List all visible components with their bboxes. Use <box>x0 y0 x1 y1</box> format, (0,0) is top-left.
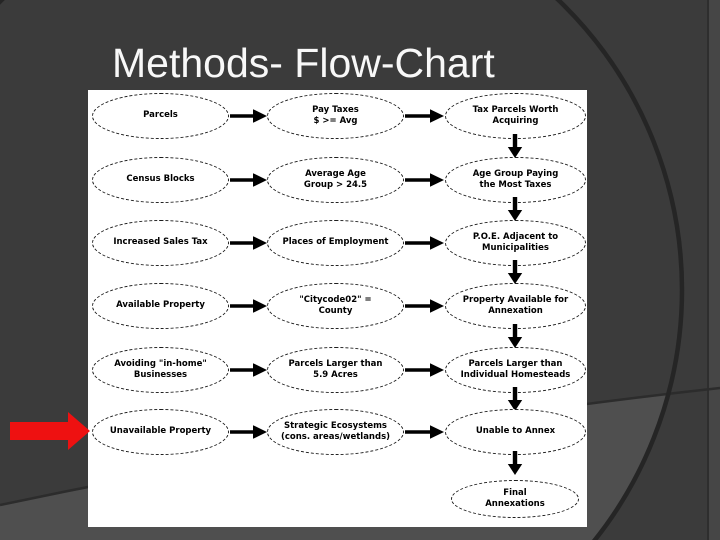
slide-title: Methods- Flow-Chart <box>112 40 495 86</box>
flow-node-age-group-paying: Age Group Paying the Most Taxes <box>445 157 586 203</box>
arrow-down-icon <box>507 451 523 475</box>
arrow-right-icon <box>405 299 444 313</box>
arrow-right-icon <box>230 236 267 250</box>
arrow-down-icon <box>507 197 523 221</box>
arrow-down-icon <box>507 324 523 348</box>
arrow-down-icon <box>507 387 523 411</box>
flow-node-parcels-larger-5-9: Parcels Larger than 5.9 Acres <box>267 347 404 393</box>
flow-node-citycode-county: "Citycode02" = County <box>267 283 404 329</box>
flow-node-property-available-annexation: Property Available for Annexation <box>445 283 586 329</box>
arrow-right-icon <box>405 363 444 377</box>
flow-chart-panel: Parcels Pay Taxes $ >= Avg Tax Parcels W… <box>88 90 587 527</box>
flow-node-unable-to-annex: Unable to Annex <box>445 409 586 455</box>
arrow-right-icon <box>405 236 444 250</box>
flow-node-unavailable-property: Unavailable Property <box>92 409 229 455</box>
flow-node-average-age: Average Age Group > 24.5 <box>267 157 404 203</box>
arrow-down-icon <box>507 134 523 158</box>
arrow-right-icon <box>405 173 444 187</box>
flow-node-poe-adjacent: P.O.E. Adjacent to Municipalities <box>445 220 586 266</box>
arrow-right-icon <box>230 109 267 123</box>
flow-node-available-property: Available Property <box>92 283 229 329</box>
arrow-right-icon <box>405 109 444 123</box>
flow-node-increased-sales-tax: Increased Sales Tax <box>92 220 229 266</box>
flow-node-tax-parcels-worth: Tax Parcels Worth Acquiring <box>445 93 586 139</box>
flow-node-places-of-employment: Places of Employment <box>267 220 404 266</box>
flow-node-final-annexations: Final Annexations <box>451 480 579 518</box>
flow-node-census-blocks: Census Blocks <box>92 157 229 203</box>
arrow-right-icon <box>230 425 267 439</box>
flow-node-parcels-larger-homesteads: Parcels Larger than Individual Homestead… <box>445 347 586 393</box>
arrow-right-icon <box>230 173 267 187</box>
arrow-right-icon <box>230 363 267 377</box>
arrow-down-icon <box>507 260 523 284</box>
flow-node-strategic-ecosystems: Strategic Ecosystems (cons. areas/wetlan… <box>267 409 404 455</box>
flow-node-avoiding-in-home: Avoiding "in-home" Businesses <box>92 347 229 393</box>
flow-node-parcels: Parcels <box>92 93 229 139</box>
flow-node-pay-taxes: Pay Taxes $ >= Avg <box>267 93 404 139</box>
arrow-right-icon <box>230 299 267 313</box>
arrow-right-icon <box>405 425 444 439</box>
red-highlight-arrow-icon <box>10 412 90 450</box>
